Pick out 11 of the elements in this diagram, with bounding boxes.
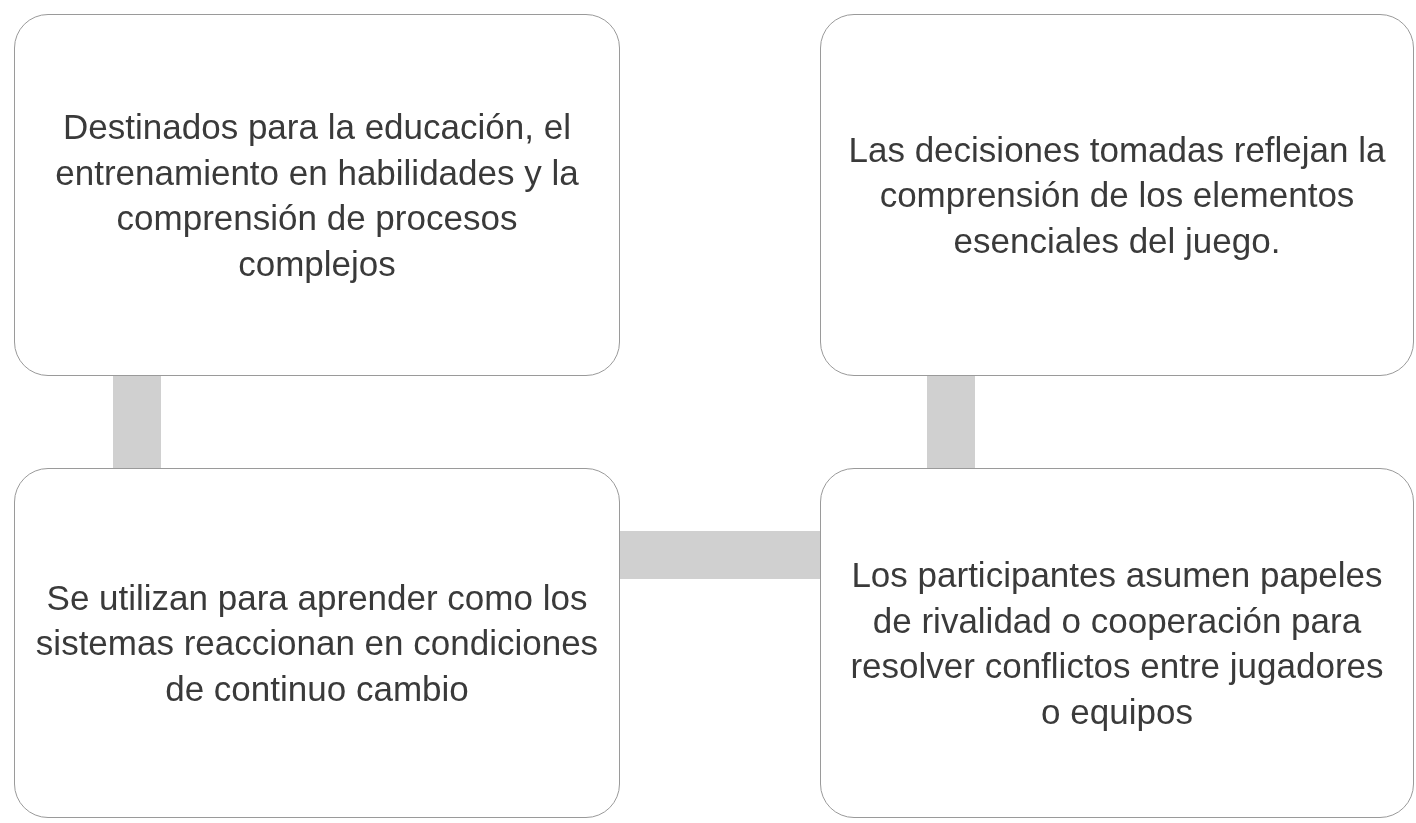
text-box xyxy=(14,468,620,818)
box-text: Destinados para la educación, el entrenamiento en habilidades y la comprensión de procesos complejos xyxy=(54,106,580,285)
connector-bar xyxy=(113,376,161,468)
box-text: Los participantes asumen papeles de rivalidad o cooperación para resolver conflictos entre jugadores o equipos xyxy=(849,554,1385,733)
box-text: Las decisiones tomadas reflejan la comprensión de los elementos esenciales del juego. xyxy=(847,128,1387,262)
connector-bar xyxy=(620,531,820,579)
connector-bar xyxy=(927,376,975,468)
text-box xyxy=(820,14,1414,376)
text-box xyxy=(820,468,1414,818)
text-box xyxy=(14,14,620,376)
box-text: Se utilizan para aprender como los sistemas reaccionan en condiciones de continuo cambio xyxy=(35,576,599,710)
